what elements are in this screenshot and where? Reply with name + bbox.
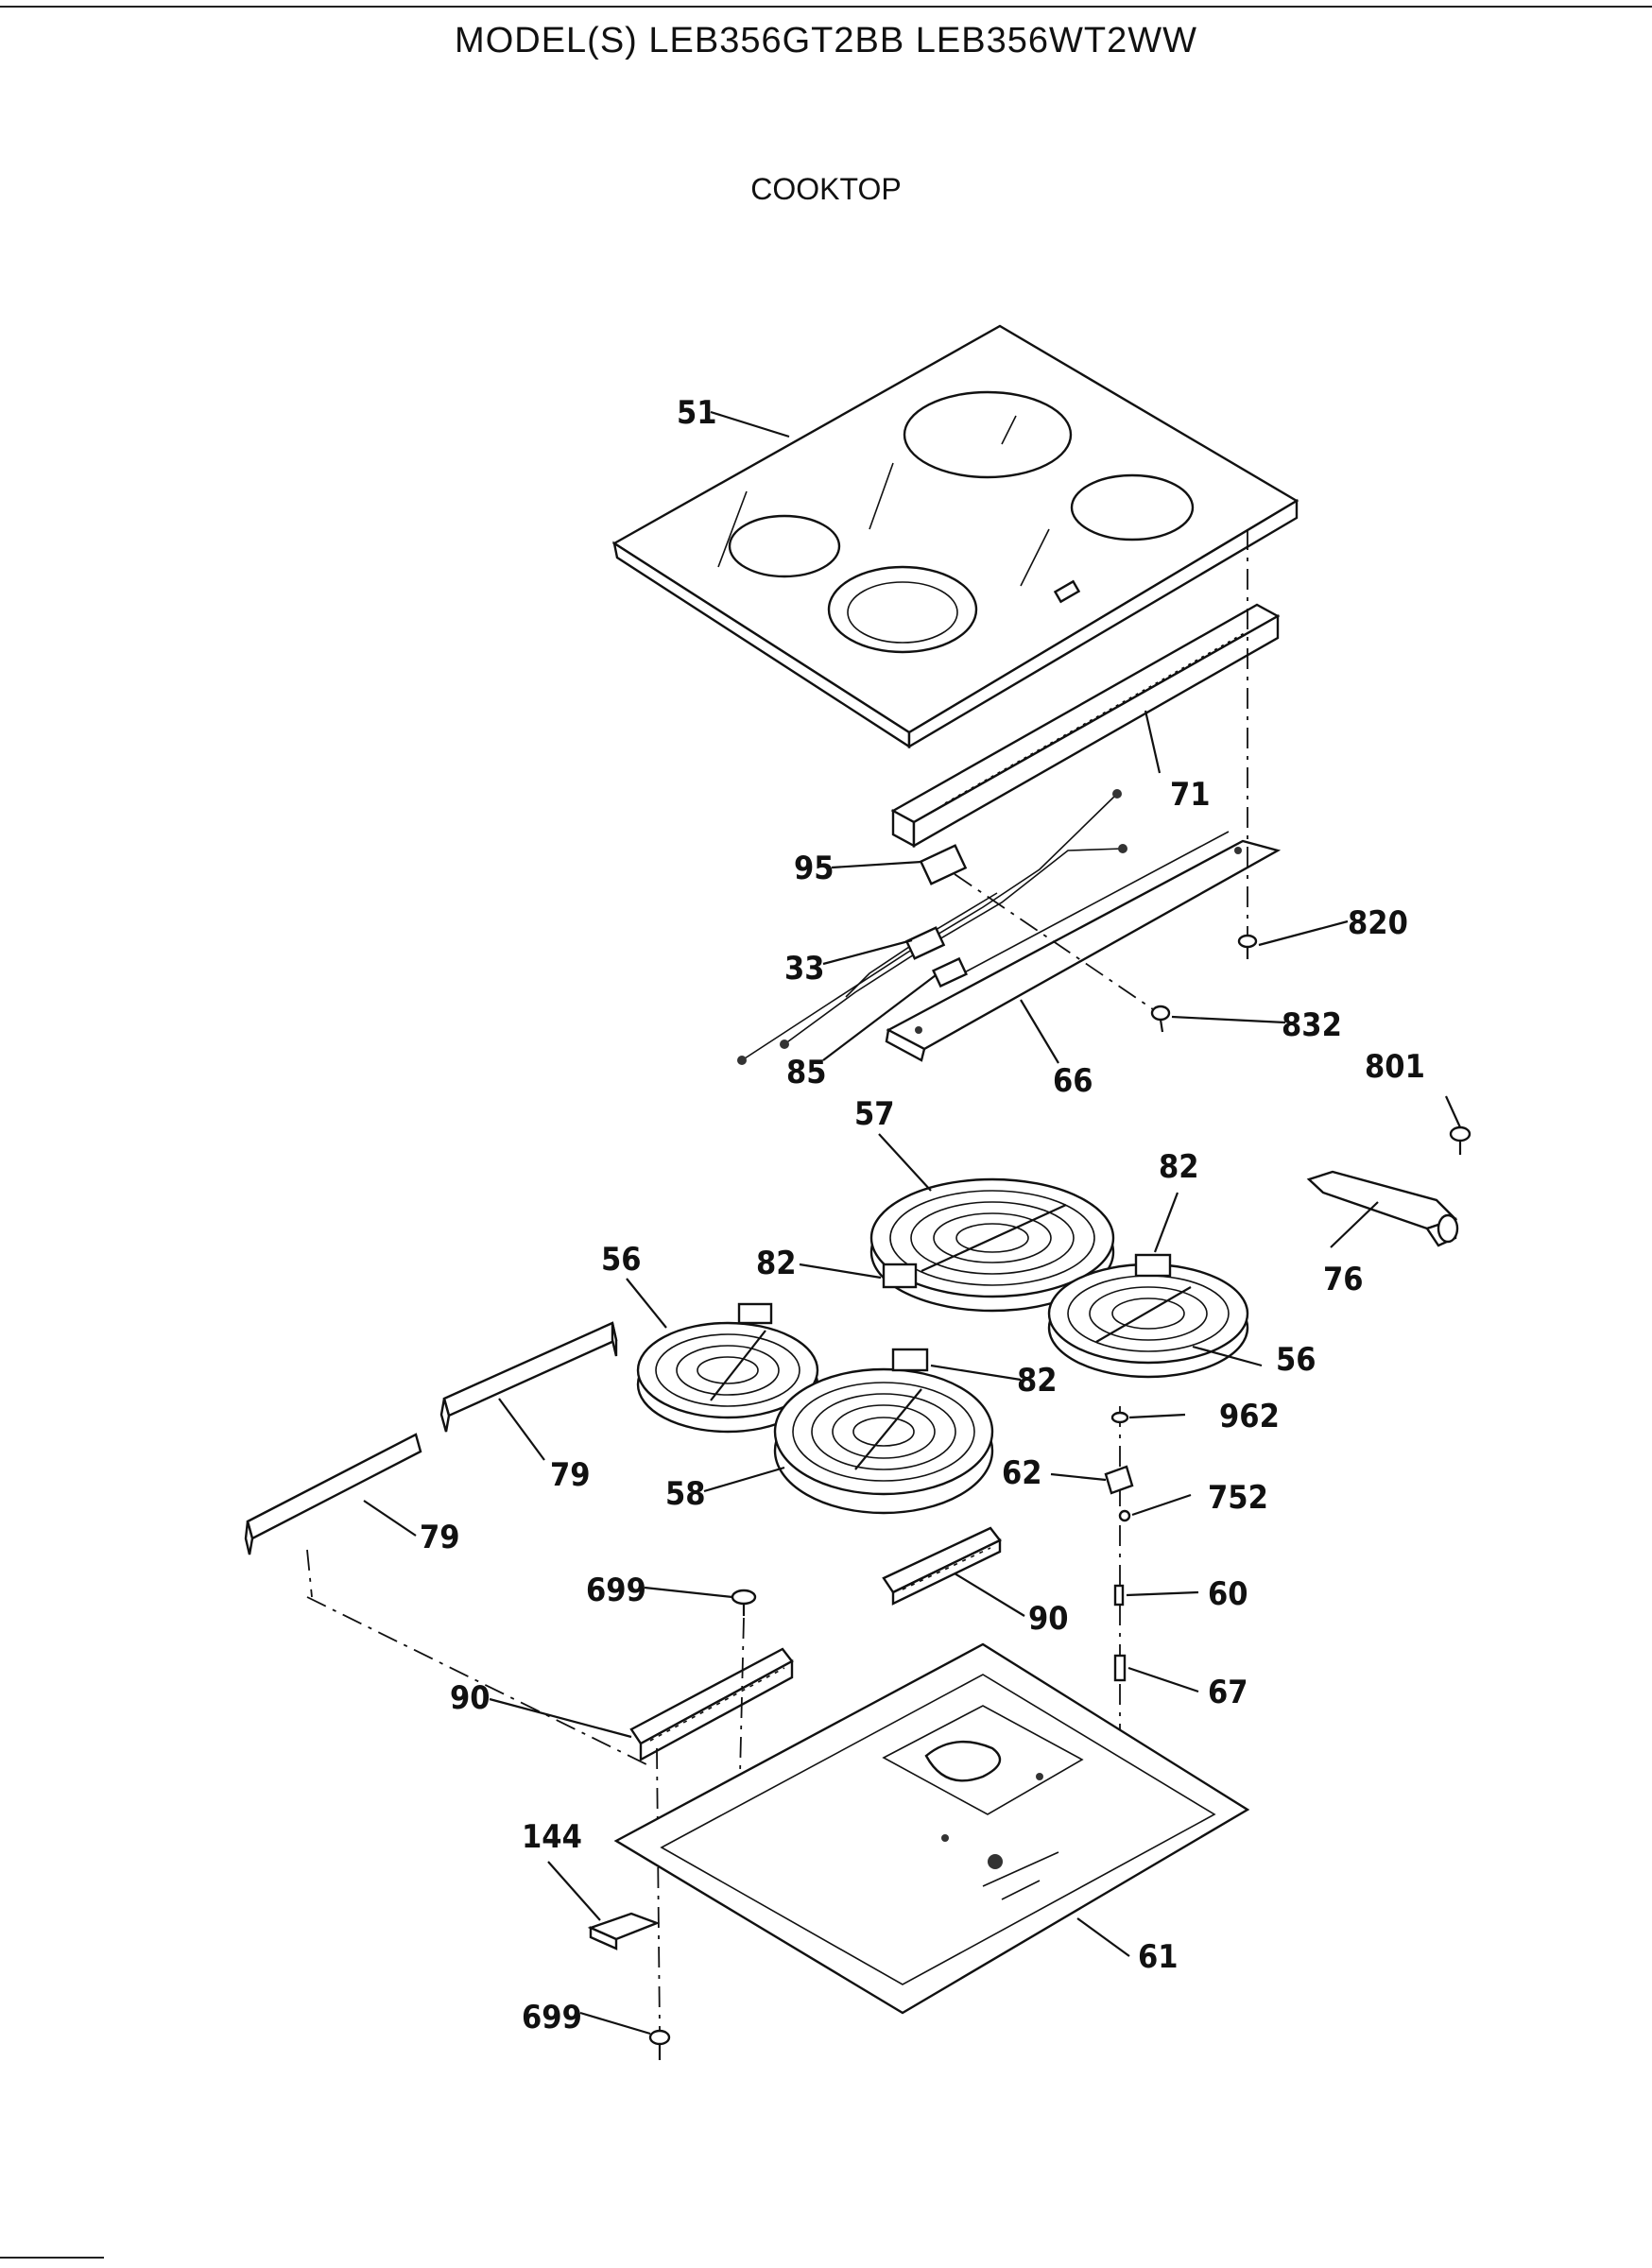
callout-56-right: 56 [1276, 1341, 1316, 1379]
callout-82-rear-right: 82 [1159, 1148, 1199, 1186]
part-752-nut [1118, 1509, 1131, 1522]
section-title: COOKTOP [750, 172, 902, 206]
callout-60: 60 [1208, 1575, 1248, 1613]
part-79-lower-bracket [244, 1433, 422, 1598]
callout-832: 832 [1282, 1006, 1342, 1044]
part-82-bracket-a [882, 1263, 918, 1289]
callout-labels: 51 71 95 33 85 66 820 832 801 76 57 82 8… [420, 394, 1425, 2036]
part-33-terminal-block [904, 926, 946, 960]
callout-66: 66 [1053, 1062, 1093, 1100]
callout-82-rear-left: 82 [756, 1245, 797, 1282]
screw-699-lower [648, 1747, 671, 2060]
part-962-clip [1110, 1411, 1129, 1424]
callout-801: 801 [1365, 1048, 1425, 1086]
leader-lines [363, 410, 1462, 2036]
callout-76: 76 [1323, 1261, 1364, 1298]
part-58-radiant-burner [773, 1348, 994, 1515]
part-66-support-bar [885, 831, 1282, 1062]
fastener-stack [1104, 1406, 1134, 1881]
callout-57: 57 [854, 1095, 895, 1133]
part-61-base-pan [306, 1596, 1250, 2015]
callout-90-left: 90 [450, 1679, 490, 1717]
part-71-trim-strip [890, 603, 1281, 849]
screw-820 [1237, 529, 1258, 959]
callout-58: 58 [665, 1475, 706, 1513]
callout-51: 51 [677, 394, 717, 432]
callout-62: 62 [1002, 1454, 1042, 1492]
screw-801 [1449, 1125, 1471, 1155]
callout-71: 71 [1170, 776, 1211, 814]
part-82-bracket-b [1134, 1253, 1172, 1278]
wiring-harness [737, 789, 1154, 1065]
callout-752: 752 [1208, 1479, 1268, 1517]
callout-79-lower: 79 [420, 1519, 460, 1556]
part-76-vent-duct [1306, 1170, 1459, 1247]
callout-95: 95 [794, 850, 835, 887]
part-57-radiant-burner [869, 1177, 1115, 1313]
callout-699-upper: 699 [586, 1572, 646, 1609]
callout-82-front: 82 [1017, 1362, 1058, 1400]
callout-699-lower: 699 [522, 1999, 582, 2036]
part-144-bracket [587, 1912, 661, 1950]
bottom-rule [0, 2257, 104, 2259]
part-67-standoff [1113, 1654, 1127, 1682]
callout-85: 85 [786, 1054, 827, 1091]
part-82-bracket-c [891, 1348, 929, 1372]
part-60-spacer [1113, 1584, 1125, 1606]
part-51-glass-cooktop [611, 324, 1299, 749]
part-56-right-burner [1047, 1253, 1249, 1379]
callout-820: 820 [1348, 904, 1408, 942]
callout-144: 144 [522, 1818, 582, 1856]
part-90-right-channel [882, 1526, 1002, 1606]
callout-79-upper: 79 [550, 1456, 591, 1494]
part-90-left-channel [629, 1647, 794, 1762]
model-title: MODEL(S) LEB356GT2BB LEB356WT2WW [455, 21, 1197, 60]
top-rule [0, 6, 1652, 8]
screw-832 [1150, 1005, 1171, 1033]
callout-67: 67 [1208, 1674, 1248, 1711]
part-85-bracket [932, 956, 968, 988]
callout-33: 33 [784, 950, 825, 988]
callout-90-right: 90 [1028, 1600, 1069, 1638]
part-95-bracket [919, 844, 968, 885]
callout-962: 962 [1219, 1398, 1280, 1435]
callout-61: 61 [1138, 1938, 1179, 1976]
callout-56-left: 56 [601, 1241, 642, 1279]
part-79-upper-bracket [439, 1321, 618, 1433]
part-62-bracket [1104, 1465, 1134, 1495]
